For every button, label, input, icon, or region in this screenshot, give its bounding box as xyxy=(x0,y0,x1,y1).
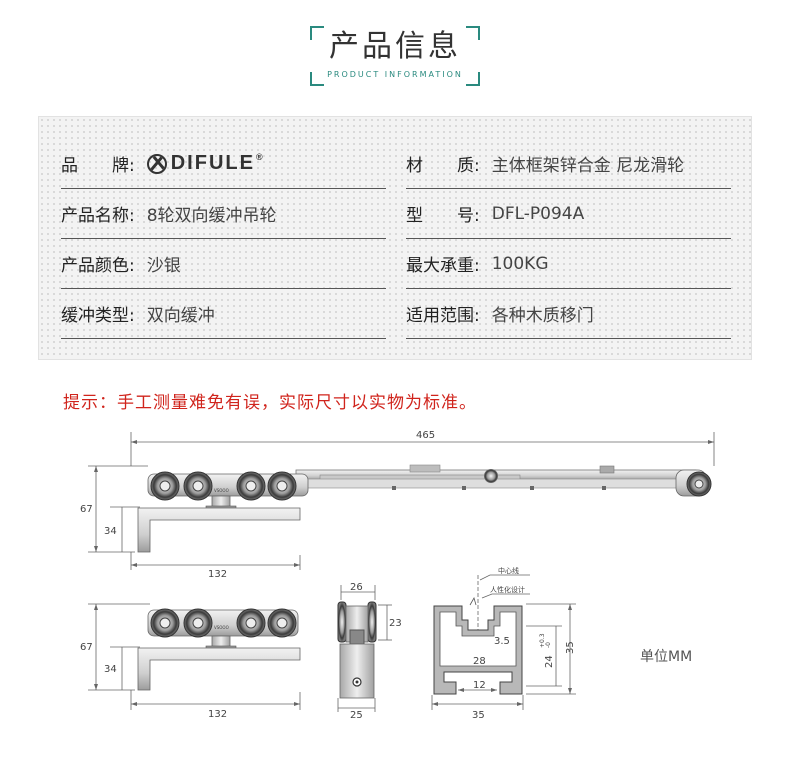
name-value: 8轮双向缓冲吊轮 xyxy=(146,206,277,226)
usage-value: 各种木质移门 xyxy=(491,306,594,326)
title-en: PRODUCT INFORMATION xyxy=(327,70,463,79)
spec-row-name: 产品名称: 8轮双向缓冲吊轮 xyxy=(61,189,386,239)
dim-track-width: 35 xyxy=(472,710,485,721)
shutter-logo-icon xyxy=(146,153,167,174)
color-label: 产品颜色: xyxy=(61,256,135,276)
model-label: 型 号: xyxy=(406,206,480,226)
load-value: 100KG xyxy=(491,253,549,274)
unit-label: 单位MM xyxy=(640,649,693,665)
color-value: 沙银 xyxy=(146,256,181,276)
note-design: 人性化设计 xyxy=(490,585,525,594)
spec-row-material: 材 质: 主体框架锌合金 尼龙滑轮 xyxy=(406,139,731,189)
dim-track-bottom: 12 xyxy=(473,680,486,691)
dim-height-2: 67 xyxy=(80,642,93,653)
corner-bracket xyxy=(466,72,480,86)
spec-row-color: 产品颜色: 沙银 xyxy=(61,239,386,289)
top-assembly: VSOOO xyxy=(137,464,712,553)
spec-row-buffer: 缓冲类型: 双向缓冲 xyxy=(61,289,386,339)
brand-name: DIFULE® xyxy=(170,152,265,174)
title-cn: 产品信息 xyxy=(329,29,461,64)
dim-track-inner: 24 xyxy=(544,655,555,668)
dim-track-gap: 3.5 xyxy=(494,636,510,647)
material-value: 主体框架锌合金 尼龙滑轮 xyxy=(491,156,685,176)
corner-bracket xyxy=(310,26,324,40)
spec-row-model: 型 号: DFL-P094A xyxy=(406,189,731,239)
corner-bracket xyxy=(310,72,324,86)
brand-logo: DIFULE® xyxy=(146,152,265,175)
material-label: 材 质: xyxy=(406,156,480,176)
dim-track-tol-plus: +0.3 xyxy=(539,633,546,648)
buffer-label: 缓冲类型: xyxy=(61,306,135,326)
dim-bracket-height: 34 xyxy=(104,526,117,537)
buffer-value: 双向缓冲 xyxy=(146,306,215,326)
dim-bracket-height-2: 34 xyxy=(104,664,117,675)
dim-side-height: 23 xyxy=(389,618,402,629)
usage-label: 适用范围: xyxy=(406,306,480,326)
track-cross-section xyxy=(433,596,523,695)
svg-text:VSOOO: VSOOO xyxy=(214,625,229,630)
load-label: 最大承重: xyxy=(406,256,480,276)
spec-row-load: 最大承重: 100KG xyxy=(406,239,731,289)
side-view xyxy=(337,601,377,699)
dim-height: 67 xyxy=(80,504,93,515)
dim-track-slot: 28 xyxy=(473,656,486,667)
dim-total-length: 465 xyxy=(416,430,435,441)
dim-track-tol-minus: -0 xyxy=(545,642,552,648)
name-label: 产品名称: xyxy=(61,206,135,226)
dim-track-height: 35 xyxy=(565,641,576,654)
measurement-notice: 提示：手工测量难免有误，实际尺寸以实物为标准。 xyxy=(63,393,477,413)
note-center-line: 中心线 xyxy=(498,566,519,575)
dim-side-width: 26 xyxy=(350,582,363,593)
model-value: DFL-P094A xyxy=(491,203,585,224)
spec-row-usage: 适用范围: 各种木质移门 xyxy=(406,289,731,339)
bracket-assembly: VSOOO xyxy=(137,608,301,691)
section-title: 产品信息 PRODUCT INFORMATION xyxy=(310,22,480,86)
dim-bracket-width-2: 132 xyxy=(208,709,227,720)
spec-row-brand: 品 牌: DIFULE® xyxy=(61,139,386,189)
dim-bracket-width: 132 xyxy=(208,569,227,580)
corner-bracket xyxy=(466,26,480,40)
brand-label: 品 牌: xyxy=(61,156,135,176)
spec-panel: 品 牌: DIFULE® 材 质: 主体框架锌合金 尼龙滑轮 产品名称: 8轮双… xyxy=(38,116,752,360)
svg-text:VSOOO: VSOOO xyxy=(214,488,229,493)
dim-side-base: 25 xyxy=(350,710,363,721)
